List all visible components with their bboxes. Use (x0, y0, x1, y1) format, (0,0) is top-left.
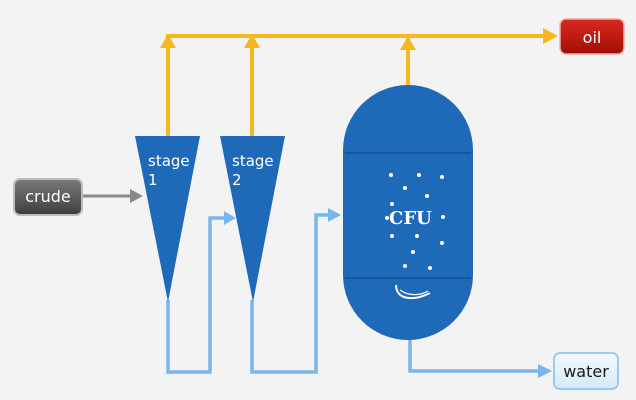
water-arrow-stage2 (224, 211, 236, 225)
oil-arrow-out (543, 28, 558, 44)
crude-input-box: crude (13, 178, 83, 216)
water-output-box: water (553, 352, 619, 390)
oil-arrow-cfu (400, 36, 416, 50)
water-arrowheads (224, 208, 552, 378)
cfu-vessel: CFU (343, 85, 473, 340)
stage1-label-line2: 1 (148, 171, 158, 189)
water-label: water (563, 362, 609, 381)
water-line-cfu-to-water (408, 338, 540, 373)
cfu-bubbles (385, 173, 445, 270)
oil-label: oil (583, 28, 602, 47)
stage2-label-line1: stage (232, 152, 274, 170)
water-line-stage2-to-cfu (250, 213, 330, 374)
cfu-label: CFU (389, 208, 432, 229)
cfu-sparger-icon (395, 284, 431, 300)
stage1-hydrocyclone (135, 136, 200, 302)
stage1-label-line1: stage (148, 152, 190, 170)
water-flow-lines (166, 213, 540, 374)
stage2-hydrocyclone (220, 136, 285, 302)
water-arrow-out (538, 364, 552, 378)
oil-output-box: oil (559, 18, 625, 55)
water-arrow-cfu (328, 208, 341, 222)
crude-arrow (130, 189, 143, 203)
oil-arrowheads (160, 28, 558, 50)
stage2-label-line2: 2 (232, 171, 242, 189)
oil-arrow-stage2 (244, 34, 260, 48)
crude-label: crude (25, 187, 71, 206)
oil-arrow-stage1 (160, 34, 176, 48)
water-line-stage1-to-stage2 (166, 216, 226, 374)
